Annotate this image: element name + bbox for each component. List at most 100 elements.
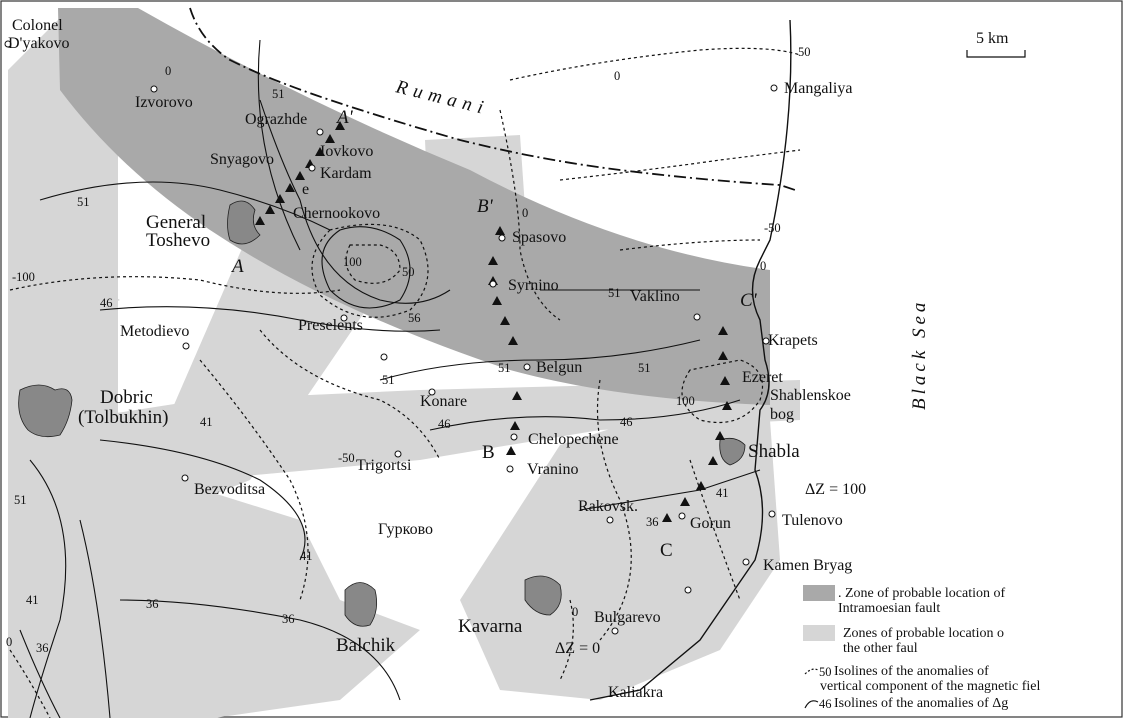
magnetic-value: 50	[798, 45, 811, 59]
profile-triangle	[506, 446, 516, 455]
town-label: Balchik	[336, 635, 396, 656]
town-label: Shablenskoe	[770, 387, 851, 404]
zone-southwest	[8, 470, 420, 718]
settlement-point	[770, 84, 778, 92]
town-label: Vranino	[527, 461, 578, 478]
magnetic-isoline	[509, 47, 801, 81]
town-label: Metodievo	[120, 323, 189, 340]
gravity-value: 51	[14, 493, 27, 507]
magnetic-isoline	[499, 109, 561, 321]
gravity-value: 41	[300, 549, 313, 563]
settlement-point	[678, 512, 686, 520]
town-label: Ograzhde	[245, 111, 307, 128]
profile-triangle	[255, 216, 265, 225]
town-label: (Tolbukhin)	[78, 407, 169, 428]
gravity-value: 41	[200, 415, 213, 429]
legend-item-1: . Zone of probable location of	[838, 586, 1006, 601]
magnetic-isoline	[619, 239, 761, 251]
settlement-point	[150, 85, 158, 93]
profile-letter: B	[482, 442, 495, 463]
town-label: Kamen Bryag	[763, 557, 852, 574]
profile-triangle	[285, 183, 295, 192]
gravity-value: 51	[498, 361, 511, 375]
town-label: Snyagovo	[210, 151, 274, 168]
settlement-point	[768, 510, 776, 518]
gravity-value: 41	[26, 593, 39, 607]
profile-triangle	[295, 171, 305, 180]
settlement-point	[693, 313, 701, 321]
gravity-isolines	[19, 39, 761, 718]
town-patches	[18, 200, 746, 627]
town-label: Konare	[420, 393, 467, 410]
magnetic-isoline	[9, 649, 51, 718]
profile-triangle	[275, 194, 285, 203]
magnetic-value: 0	[165, 64, 171, 78]
settlement-point	[181, 474, 189, 482]
profile-triangle	[325, 134, 335, 143]
legend-gravity-sample-line	[804, 700, 819, 709]
magnetic-isoline-closed	[345, 244, 401, 284]
profile-triangle	[495, 226, 505, 235]
town-label: Toshevo	[146, 230, 210, 251]
town-labels: Colonel D'yakovo Izvorovo Ograzhde Iovko…	[8, 17, 852, 701]
gravity-value: 51	[382, 373, 395, 387]
profile-triangle	[680, 497, 690, 506]
settlement-point	[428, 388, 436, 396]
profile-triangle	[315, 147, 325, 156]
gravity-value: 36	[282, 612, 295, 626]
legend-item-3: Isolines of the anomalies of	[834, 664, 989, 679]
gravity-isoline-closed	[321, 226, 411, 309]
town-label: Tulenovo	[782, 512, 843, 529]
town-label: Chernookovo	[293, 205, 380, 222]
magnetic-isoline	[559, 599, 574, 681]
town-label: Гурково	[378, 521, 433, 538]
town-label: bog	[770, 406, 794, 423]
town-label: Dobric	[100, 387, 153, 408]
gravity-isoline	[19, 629, 61, 718]
annotation-dz100: ΔZ = 100	[805, 481, 866, 498]
magnetic-isoline	[199, 359, 309, 601]
town-label: Preselents	[298, 317, 363, 334]
settlement-point	[308, 164, 316, 172]
town-patch-balchik	[344, 582, 378, 627]
settlement-point	[611, 627, 619, 635]
profile-triangle	[696, 481, 706, 490]
magnetic-isoline	[259, 329, 441, 461]
town-label: Rakovsk.	[578, 498, 638, 515]
town-label: D'yakovo	[8, 35, 70, 52]
region-label-black-sea: Black Sea	[909, 299, 930, 410]
magnetic-isoline	[9, 276, 341, 294]
profile-triangle	[718, 351, 728, 360]
profile-letter: C	[660, 540, 673, 561]
gravity-value: 46	[438, 417, 451, 431]
town-label: Chelopechene	[528, 431, 619, 448]
settlement-point	[380, 353, 388, 361]
settlement-point	[762, 337, 770, 345]
town-label: General	[146, 212, 206, 233]
town-label: Gorun	[690, 515, 731, 532]
gravity-isoline	[39, 181, 331, 231]
magnetic-value: 50	[402, 265, 415, 279]
legend-magnetic-sample: 50	[819, 665, 832, 679]
magnetic-value-labels: 0 50 -50 -100 100 0 50 0 100 -50 0 0	[12, 45, 811, 619]
settlement-point	[742, 558, 750, 566]
town-label: Kaliakra	[608, 684, 663, 701]
settlement-point	[182, 342, 190, 350]
town-label: Bulgarevo	[594, 609, 661, 626]
magnetic-value: -50	[338, 451, 355, 465]
profile-letter: C'	[740, 290, 758, 311]
magnetic-isoline	[596, 379, 632, 641]
legend-swatch-other	[803, 625, 835, 641]
legend-swatch-intramoesian	[803, 585, 835, 601]
town-label: Ezeret	[742, 369, 783, 386]
gravity-value: 0	[6, 635, 12, 649]
magnetic-value: 0	[614, 69, 620, 83]
magnetic-isoline-closed	[311, 223, 429, 318]
settlement-point	[394, 450, 402, 458]
profile-letters: A A' B B' C C' e	[230, 107, 758, 561]
profile-markers	[255, 121, 732, 522]
profile-triangle	[715, 431, 725, 440]
legend-item-2b: the other faul	[843, 641, 918, 656]
legend-item-2: Zones of probable location o	[843, 626, 1004, 641]
